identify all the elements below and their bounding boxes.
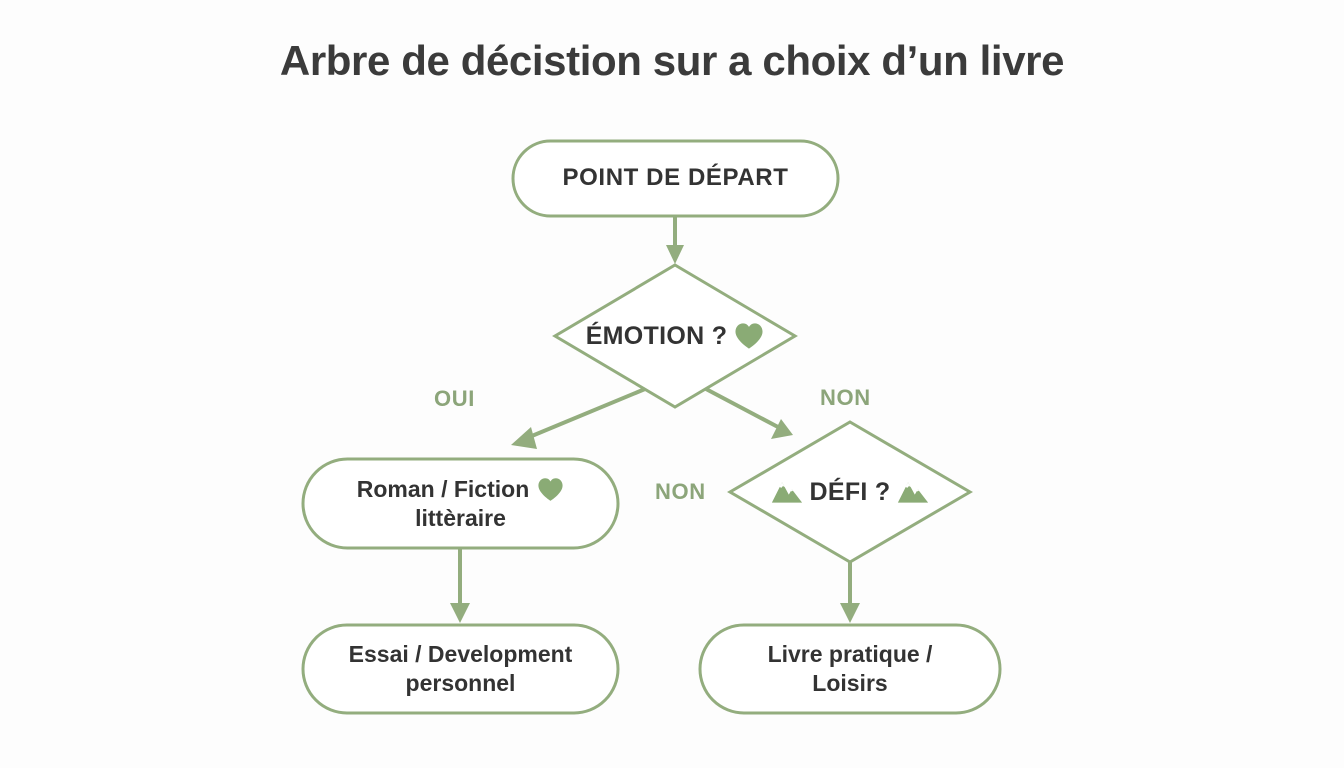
edge-emotion-to-defi	[705, 387, 793, 439]
node-shape-livre[interactable]	[698, 623, 1002, 715]
edge-label-oui: OUI	[434, 386, 475, 411]
edge-start-to-emotion	[666, 216, 684, 264]
edge-roman-to-essai	[450, 548, 470, 623]
node-shape-essai[interactable]	[301, 623, 620, 715]
edge-label-non-right: NON	[820, 385, 871, 410]
node-shape-roman[interactable]	[301, 457, 620, 550]
edge-emotion-to-roman	[511, 387, 646, 449]
edge-label-non-defi: NON	[655, 479, 706, 504]
node-shape-defi[interactable]	[727, 420, 973, 564]
node-shape-emotion[interactable]	[552, 263, 798, 409]
node-shape-start[interactable]	[511, 139, 840, 218]
edge-defi-to-livre	[840, 562, 860, 623]
page-title: Arbre de décistion sur a choix d’un livr…	[279, 37, 1065, 84]
